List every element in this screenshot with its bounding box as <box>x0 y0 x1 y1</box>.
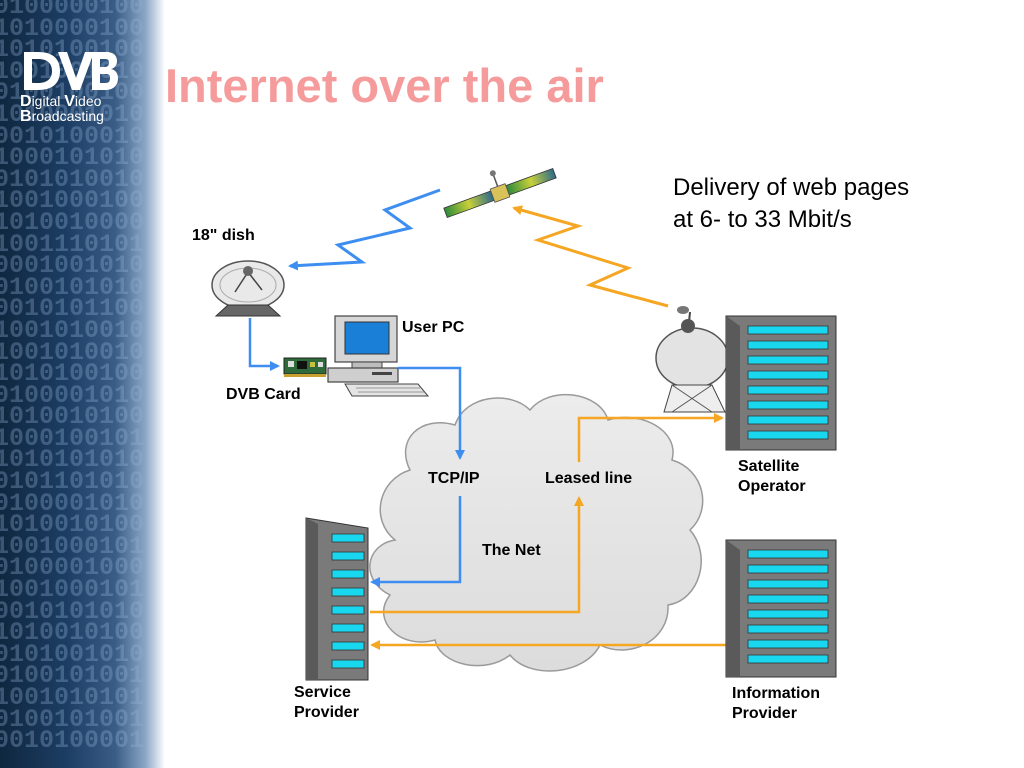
dvb-card-icon <box>283 357 327 377</box>
leased-line-label: Leased line <box>545 470 633 487</box>
cloud-icon <box>369 393 704 672</box>
server-icon <box>305 517 369 681</box>
dish-label: 18" dish <box>192 227 255 244</box>
provider-to-leased-link <box>370 496 584 614</box>
logo-text-line2: Broadcasting <box>20 108 104 125</box>
uplink-path <box>512 205 669 308</box>
delivery-note-line2: at 6- to 33 Mbit/s <box>673 206 852 233</box>
computer-icon <box>327 315 430 397</box>
satellite-operator-label: Satellite Operator <box>738 458 806 495</box>
information-provider-label: Information Provider <box>732 685 820 722</box>
satellite-icon <box>443 167 557 219</box>
downlink-path <box>288 188 441 271</box>
tcp-ip-label: TCP/IP <box>428 470 480 487</box>
uplink-dish-icon <box>655 306 729 413</box>
page-title: Internet over the air <box>165 59 604 112</box>
dvb-mark-icon <box>24 52 118 90</box>
tcpip-to-provider-link <box>370 496 462 587</box>
the-net-label: The Net <box>482 542 541 559</box>
service-provider-label: Service Provider <box>294 684 359 721</box>
delivery-note: Delivery of web pages at 6- to 33 Mbit/s <box>673 172 973 236</box>
server-icon <box>725 315 837 451</box>
dish-to-card-link <box>248 318 280 371</box>
dish-icon <box>211 260 285 317</box>
logo-text-line1: Digital Video <box>20 93 102 110</box>
pc-to-tcpip-link <box>398 366 465 460</box>
delivery-note-line1: Delivery of web pages <box>673 174 910 201</box>
dvb-logo: Digital Video Broadcasting <box>20 48 130 125</box>
user-pc-label: User PC <box>402 319 465 336</box>
server-icon <box>725 539 837 678</box>
dvb-card-label: DVB Card <box>226 386 301 403</box>
sidebar: 0100000100 1010000100 1010100100 1001001… <box>0 0 165 768</box>
leased-to-operator-link <box>577 413 724 462</box>
